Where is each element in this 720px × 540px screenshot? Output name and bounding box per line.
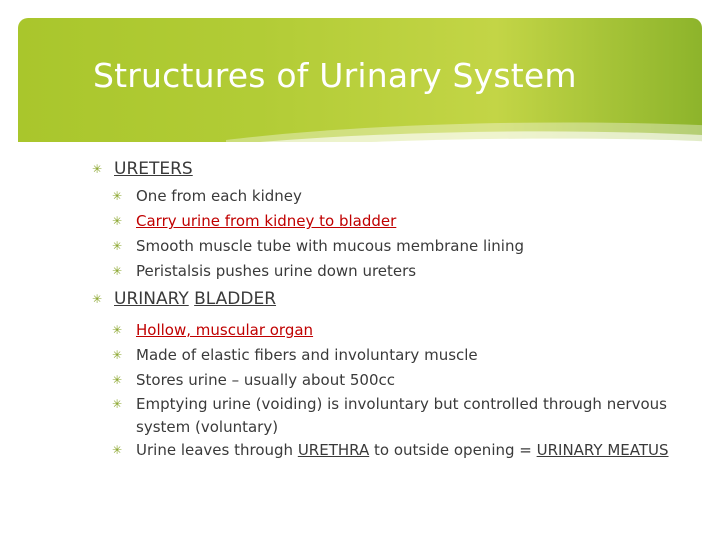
list-item: ✳ Hollow, muscular organ: [92, 318, 692, 343]
list-item-text: Hollow, muscular organ: [136, 321, 314, 339]
bullet-icon: ✳: [112, 239, 123, 253]
urethra-term: URETHRA: [297, 441, 370, 459]
list-item: ✳ Peristalsis pushes urine down ureters: [92, 259, 692, 284]
list-item-text: Smooth muscle tube with mucous membrane …: [136, 237, 524, 255]
slide-title: Structures of Urinary System: [93, 56, 577, 95]
bullet-icon: ✳: [92, 292, 103, 306]
bullet-icon: ✳: [112, 443, 123, 457]
urethra-text-pre: Urine leaves through: [136, 441, 298, 459]
decorative-swoosh: [226, 122, 702, 142]
list-item-text: Emptying urine (voiding) is involuntary …: [136, 395, 667, 436]
bladder-heading-word2: BLADDER: [194, 289, 277, 309]
bullet-icon: ✳: [112, 189, 123, 203]
bullet-icon: ✳: [112, 397, 123, 411]
list-item: ✳ Urine leaves through URETHRA to outsid…: [92, 439, 692, 462]
list-item-text: Stores urine – usually about 500cc: [136, 371, 396, 389]
list-item: ✳ Emptying urine (voiding) is involuntar…: [92, 393, 692, 439]
slide-body: ✳ URETERS ✳ One from each kidney ✳ Carry…: [92, 158, 692, 462]
list-item: ✳ Carry urine from kidney to bladder: [92, 209, 692, 234]
list-item-text: One from each kidney: [136, 187, 302, 205]
list-item-text: Made of elastic fibers and involuntary m…: [136, 346, 478, 364]
bladder-heading-word1: URINARY: [114, 289, 189, 309]
bladder-heading-item: ✳ URINARY BLADDER: [92, 288, 692, 310]
bullet-icon: ✳: [92, 162, 103, 176]
list-item: ✳ Smooth muscle tube with mucous membran…: [92, 234, 692, 259]
ureters-heading: URETERS: [114, 159, 193, 179]
bullet-icon: ✳: [112, 264, 123, 278]
urethra-text-post: to outside opening =: [369, 441, 537, 459]
title-banner: Structures of Urinary System: [18, 18, 702, 142]
bullet-icon: ✳: [112, 214, 123, 228]
list-item-text: Carry urine from kidney to bladder: [136, 212, 397, 230]
meatus-term: URINARY MEATUS: [536, 441, 669, 459]
list-item: ✳ One from each kidney: [92, 184, 692, 209]
list-item-text: Peristalsis pushes urine down ureters: [136, 262, 417, 280]
list-item: ✳ Stores urine – usually about 500cc: [92, 368, 692, 393]
bullet-icon: ✳: [112, 323, 123, 337]
bullet-icon: ✳: [112, 373, 123, 387]
list-item: ✳ Made of elastic fibers and involuntary…: [92, 343, 692, 368]
bullet-icon: ✳: [112, 348, 123, 362]
ureters-heading-item: ✳ URETERS: [92, 158, 692, 180]
